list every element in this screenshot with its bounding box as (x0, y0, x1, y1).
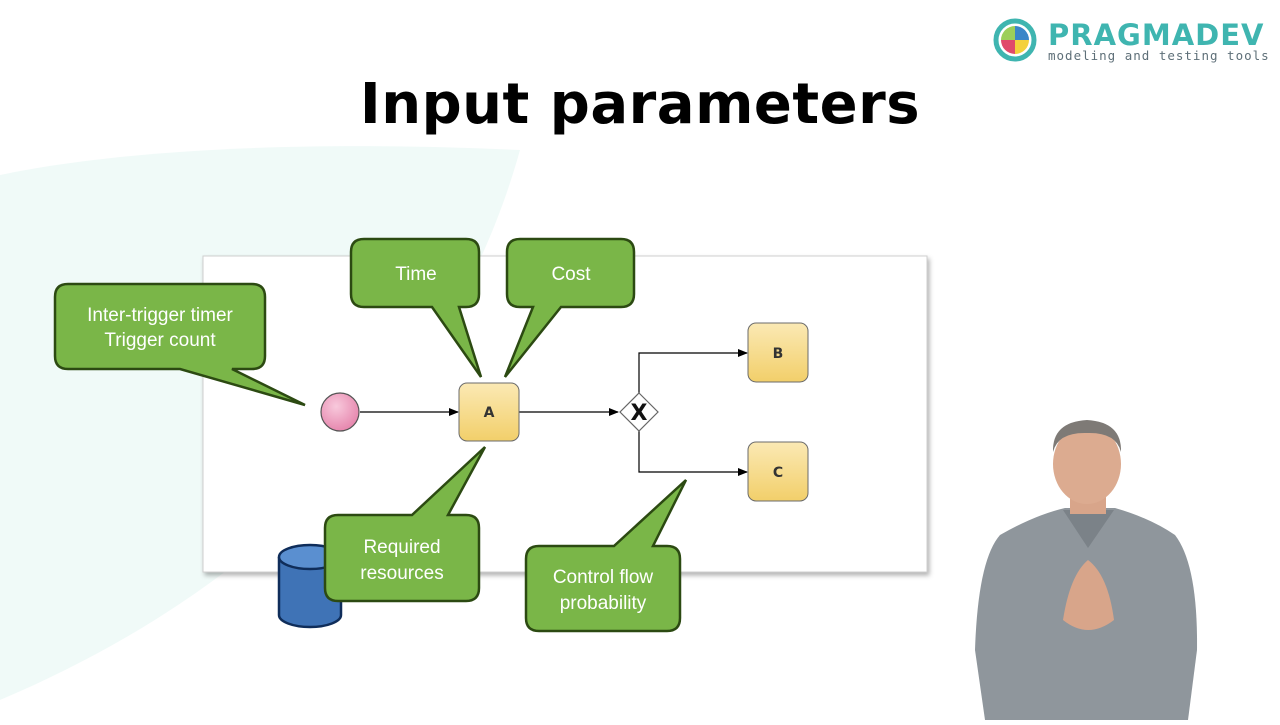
task-a: A (458, 382, 520, 442)
task-b-label: B (773, 346, 784, 362)
callout-resources-line2: resources (360, 563, 443, 584)
logo-tagline: modeling and testing tools (1048, 48, 1270, 63)
logo-ring-icon (993, 18, 1037, 62)
callout-trigger-line2: Trigger count (104, 330, 216, 351)
gateway-symbol: X (631, 401, 648, 426)
slide-title: Input parameters (359, 72, 921, 137)
callout-time: Time (349, 237, 483, 378)
flow-gateway-to-b (638, 349, 748, 393)
sequence-flows (360, 349, 748, 476)
gateway-diamond-icon (619, 392, 659, 432)
callout-trigger-line1: Inter-trigger timer (87, 305, 233, 326)
task-c: C (747, 441, 809, 502)
task-c-label: C (773, 465, 783, 481)
task-b: B (747, 322, 809, 383)
callout-resources: Required resources (323, 446, 487, 603)
callout-trigger: Inter-trigger timer Trigger count (53, 282, 306, 407)
flow-gateway-to-c (638, 431, 748, 476)
callout-control-flow: Control flow probability (524, 479, 688, 633)
callout-cost: Cost (503, 237, 636, 378)
start-event-icon (320, 392, 360, 432)
logo-name: PRAGMADEV (1048, 18, 1264, 52)
pragmadev-logo: PRAGMADEV modeling and testing tools (993, 18, 1270, 63)
callout-resources-line1: Required (363, 537, 440, 558)
callout-time-text: Time (395, 264, 437, 285)
exclusive-gateway: X (619, 392, 659, 432)
task-a-label: A (484, 405, 495, 421)
callout-cost-text: Cost (551, 264, 591, 285)
callout-control-flow-line1: Control flow (553, 567, 654, 588)
callout-control-flow-line2: probability (560, 593, 647, 614)
presenter-image (975, 420, 1198, 720)
